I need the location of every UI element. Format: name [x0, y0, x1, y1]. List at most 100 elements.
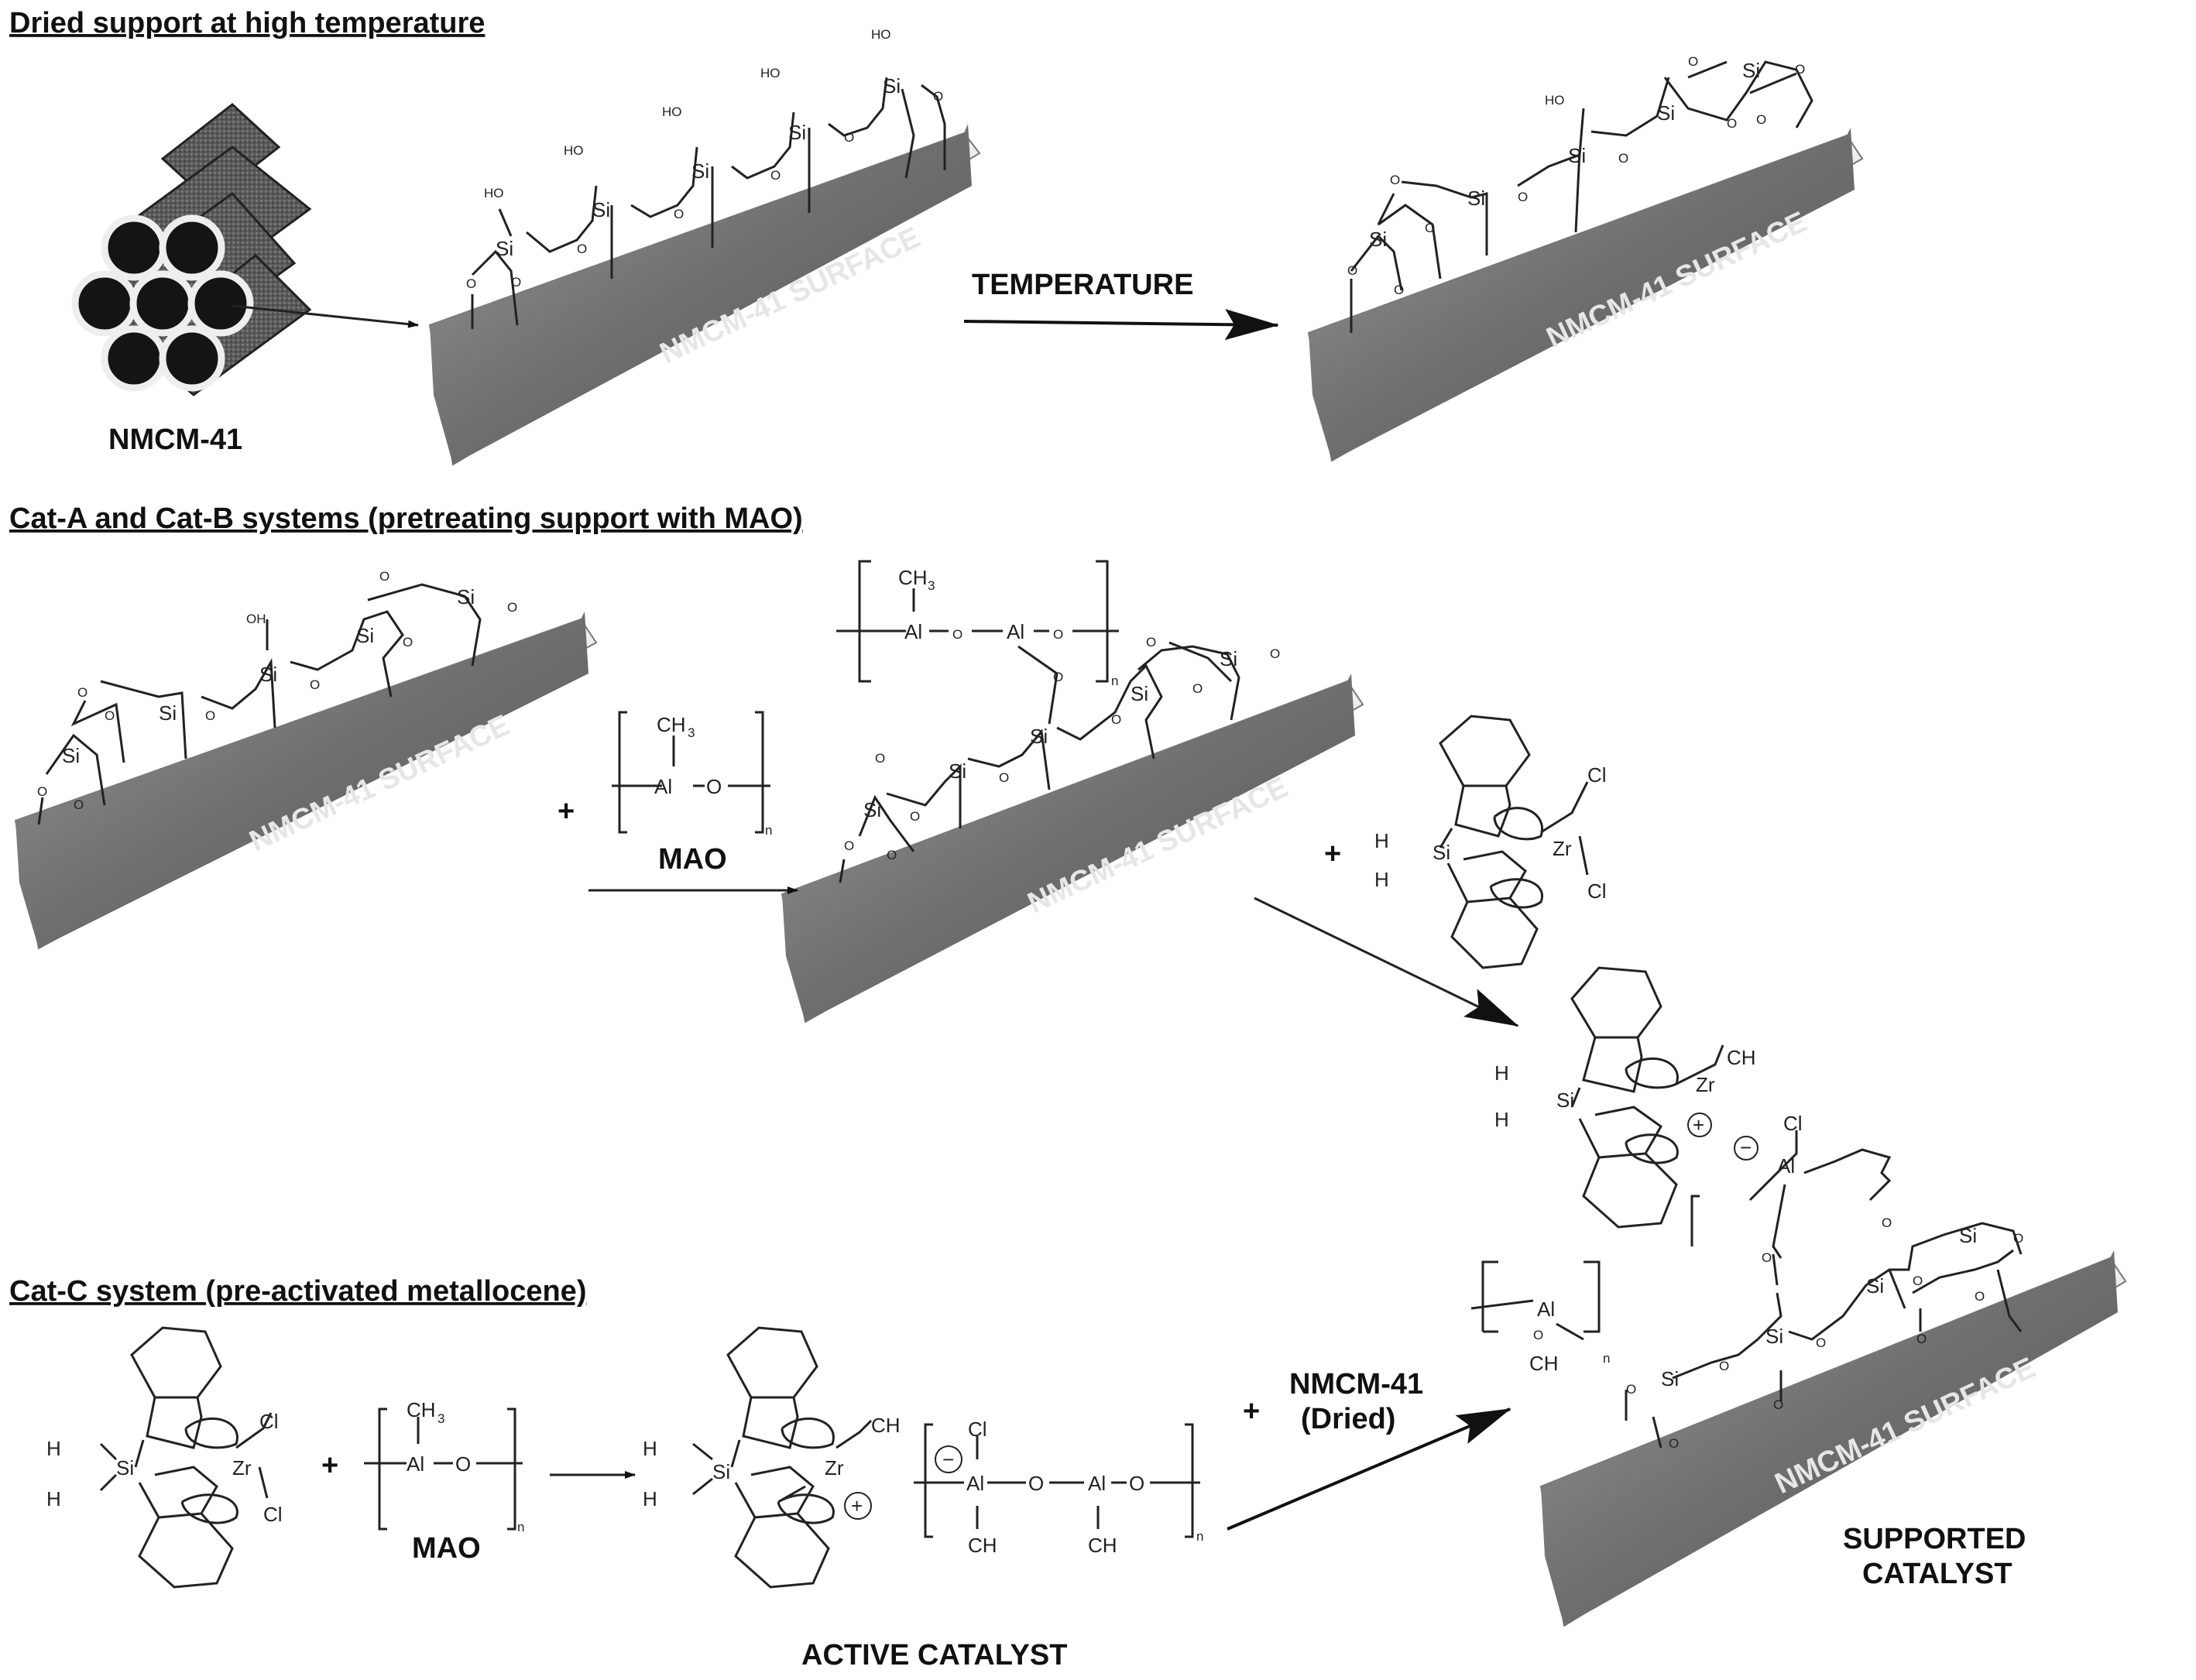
plus-sign-1: + [558, 795, 575, 828]
subscript-3: 3 [928, 578, 935, 593]
atom-h: H [1494, 1108, 1509, 1131]
atom-si: Si [457, 585, 475, 609]
nmcm41-tube-bundle [71, 103, 312, 396]
atom-ho: HO [484, 186, 504, 201]
atom-o: O [37, 784, 47, 799]
surface-4-chemistry: O O O O O O O O O O O O Al Al CH Si Si S… [836, 560, 1280, 883]
subscript-3: 3 [688, 725, 695, 740]
atom-o: O [2013, 1231, 2023, 1246]
supported-zirconocenium-row2: H H Si Zr CH Al Cl + − [1494, 966, 1892, 1259]
atom-o: O [379, 569, 389, 584]
atom-o: O [105, 708, 115, 723]
atom-si: Si [1742, 59, 1760, 82]
atom-si: Si [159, 701, 177, 725]
temperature-label: TEMPERATURE [972, 269, 1193, 301]
plus-sign-4: + [1243, 1395, 1260, 1428]
atom-si: Si [1556, 1089, 1574, 1112]
atom-o: O [1111, 712, 1121, 727]
atom-o: O [952, 627, 962, 642]
atom-ho: HO [871, 27, 891, 42]
atom-o: O [205, 708, 215, 723]
atom-ho: HO [564, 143, 584, 158]
atom-cl: Cl [1587, 879, 1607, 903]
atom-o: O [844, 838, 854, 853]
mao-label-2: MAO [412, 1532, 481, 1565]
atom-ch: CH [407, 1398, 436, 1421]
atom-o: O [1394, 283, 1404, 297]
surface-5-chemistry: O O O O O O O O O O O O Al CH Si Si Si S… [1470, 1215, 2023, 1451]
atom-ch: CH [1088, 1534, 1117, 1557]
subscript-3: 3 [437, 1411, 444, 1426]
atom-ho: HO [1545, 93, 1565, 108]
arrow-to-supported-catalyst [1227, 1407, 1511, 1531]
atom-o: O [466, 276, 476, 291]
atom-o: O [1390, 173, 1400, 187]
atom-h: H [1494, 1061, 1509, 1085]
atom-ch: CH [871, 1414, 901, 1437]
atom-o: O [455, 1452, 471, 1476]
atom-h: H [643, 1487, 657, 1510]
atom-o: O [1347, 263, 1357, 278]
atom-si: Si [1568, 144, 1586, 167]
mao-label-1: MAO [658, 843, 727, 876]
atom-o: O [1816, 1335, 1826, 1350]
atom-o: O [1146, 635, 1156, 650]
atom-si: Si [1433, 841, 1450, 864]
atom-o: O [875, 751, 885, 766]
atom-al: Al [1537, 1298, 1555, 1321]
atom-si: Si [496, 237, 513, 260]
atom-si: Si [863, 798, 881, 821]
metallocene-dichloride-row2: H H Si Zr Cl Cl [1374, 715, 1607, 969]
charge-minus: − [942, 1448, 954, 1471]
atom-o: O [1727, 116, 1737, 131]
atom-o: O [1688, 54, 1698, 69]
atom-o: O [403, 635, 413, 650]
atom-o: O [887, 848, 897, 862]
atom-h: H [643, 1437, 657, 1460]
atom-o: O [1762, 1250, 1772, 1265]
atom-o: O [1626, 1382, 1636, 1397]
atom-si: Si [1131, 682, 1148, 705]
subscript-n: n [517, 1520, 524, 1534]
siloxane-surface-structure: O O O O O O HO O O O O Si Si Si Si Si [1347, 54, 1813, 333]
atom-si: Si [592, 198, 610, 221]
surface-slab-5 [1539, 1250, 2127, 1627]
silanol-surface-structure: O O HO O HO O HO O HO O HO O Si Si Si Si… [466, 27, 946, 329]
atom-h: H [1374, 868, 1389, 891]
atom-o: O [1270, 646, 1280, 661]
atom-o: O [1533, 1328, 1543, 1342]
atom-h: H [46, 1437, 61, 1460]
atom-o: O [310, 677, 320, 692]
atom-o: O [577, 242, 587, 256]
nmcm41-dried-label-1: NMCM-41 [1289, 1368, 1423, 1401]
atom-o: O [844, 130, 854, 145]
atom-o: O [1053, 670, 1063, 684]
charge-plus: + [1693, 1113, 1704, 1137]
atom-si: Si [883, 74, 901, 98]
arrow-bundle-to-surface [232, 304, 419, 328]
atom-o: O [999, 770, 1009, 785]
atom-o: O [1756, 112, 1766, 127]
atom-zr: Zr [1696, 1073, 1715, 1096]
atom-o: O [1916, 1332, 1927, 1346]
atom-ch: CH [1529, 1352, 1559, 1375]
active-catalyst-structure: H H Si Zr CH Al O Al O Cl CH CH + − n [643, 1326, 1203, 1589]
surface-slab-1 [428, 124, 981, 466]
atom-h: H [1374, 829, 1389, 852]
atom-o: O [1719, 1359, 1729, 1373]
atom-si: Si [62, 744, 80, 767]
atom-si: Si [712, 1460, 730, 1483]
atom-o: O [1192, 681, 1203, 696]
atom-al: Al [407, 1452, 424, 1476]
atom-zr: Zr [232, 1456, 252, 1479]
atom-o: O [706, 775, 722, 798]
atom-si: Si [1657, 101, 1675, 125]
atom-o: O [1773, 1397, 1783, 1412]
subscript-n: n [765, 823, 772, 838]
active-catalyst-label: ACTIVE CATALYST [801, 1639, 1067, 1671]
atom-si: Si [259, 663, 277, 686]
mao-repeat-unit-1: Al O CH 3 n [612, 711, 772, 838]
atom-o: O [1425, 221, 1435, 235]
atom-cl: Cl [1587, 763, 1607, 787]
section-title-cat-ab: Cat-A and Cat-B systems (pretreating sup… [9, 502, 803, 535]
